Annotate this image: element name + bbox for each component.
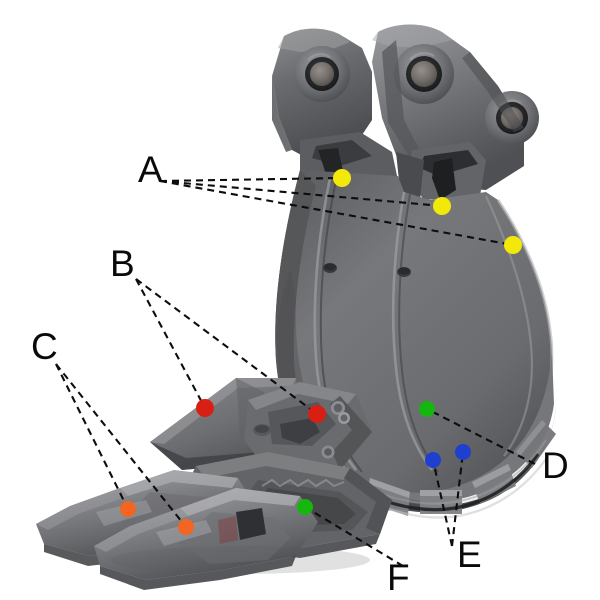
marker-dot-blue-e2[interactable] xyxy=(455,444,471,460)
ground-shadow xyxy=(110,546,370,574)
annotation-label-e: E xyxy=(457,534,482,575)
leader-line-b-b2 xyxy=(135,278,318,415)
side-cutter-detail xyxy=(218,508,266,544)
leader-line-e-e1 xyxy=(431,459,454,547)
annotation-label-c: C xyxy=(31,326,58,367)
leader-line-a-a2 xyxy=(159,179,443,208)
marker-dot-green-f1[interactable] xyxy=(297,499,313,515)
bucket-assembly xyxy=(36,24,556,590)
marker-dot-red-b1[interactable] xyxy=(196,399,214,417)
marker-dot-orange-c2[interactable] xyxy=(178,519,194,535)
front-mounting-bracket xyxy=(372,24,539,190)
label-letters-group: A B C D E F xyxy=(31,149,569,598)
marker-dot-red-b2[interactable] xyxy=(308,405,326,423)
marker-dot-yellow-a1[interactable] xyxy=(333,169,351,187)
annotation-label-b: B xyxy=(110,243,135,284)
leader-line-a-a3 xyxy=(159,179,514,247)
leader-line-c-c1 xyxy=(55,363,129,510)
annotation-label-f: F xyxy=(387,557,410,598)
marker-dot-yellow-a2[interactable] xyxy=(433,197,451,215)
marker-dot-green-d1[interactable] xyxy=(419,401,435,417)
annotation-label-d: D xyxy=(542,445,569,486)
leader-line-b-b1 xyxy=(135,278,206,409)
leader-lines-group xyxy=(55,176,536,567)
leader-line-a-a1 xyxy=(159,176,343,183)
marker-dots-group xyxy=(120,169,522,535)
rear-mounting-bracket xyxy=(272,28,372,163)
leader-line-e-e2 xyxy=(450,451,465,547)
leader-line-d-d1 xyxy=(426,408,536,465)
marker-dot-orange-c1[interactable] xyxy=(120,501,136,517)
leader-line-c-c2 xyxy=(55,363,187,528)
adapter-casting xyxy=(244,382,372,472)
marker-dot-yellow-a3[interactable] xyxy=(504,236,522,254)
marker-dot-blue-e1[interactable] xyxy=(425,452,441,468)
annotation-label-a: A xyxy=(138,149,163,190)
